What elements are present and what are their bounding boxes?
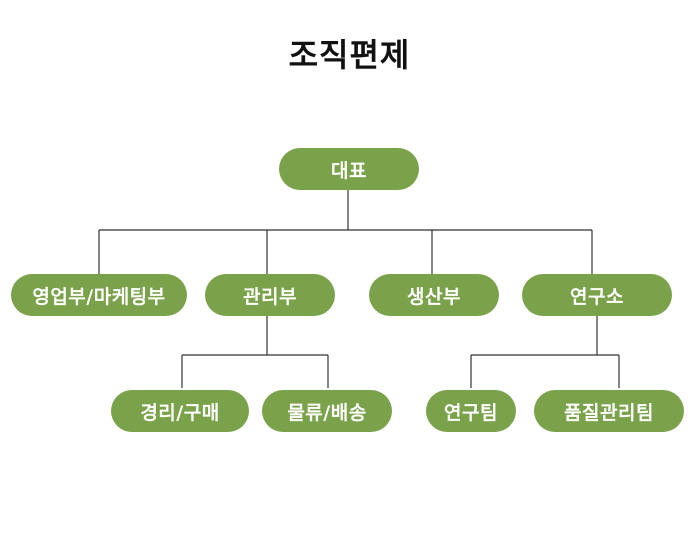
node-production: 생산부 xyxy=(369,274,499,316)
node-admin: 관리부 xyxy=(205,274,335,316)
node-research-team: 연구팀 xyxy=(426,390,516,432)
node-research-lab: 연구소 xyxy=(522,274,672,316)
node-accounting-purchasing: 경리/구매 xyxy=(111,390,249,432)
node-logistics-shipping: 물류/배송 xyxy=(262,390,392,432)
node-ceo: 대표 xyxy=(279,148,419,190)
chart-title: 조직편제 xyxy=(288,36,411,74)
node-sales-marketing: 영업부/마케팅부 xyxy=(11,274,187,316)
node-quality-team: 품질관리팀 xyxy=(534,390,684,432)
